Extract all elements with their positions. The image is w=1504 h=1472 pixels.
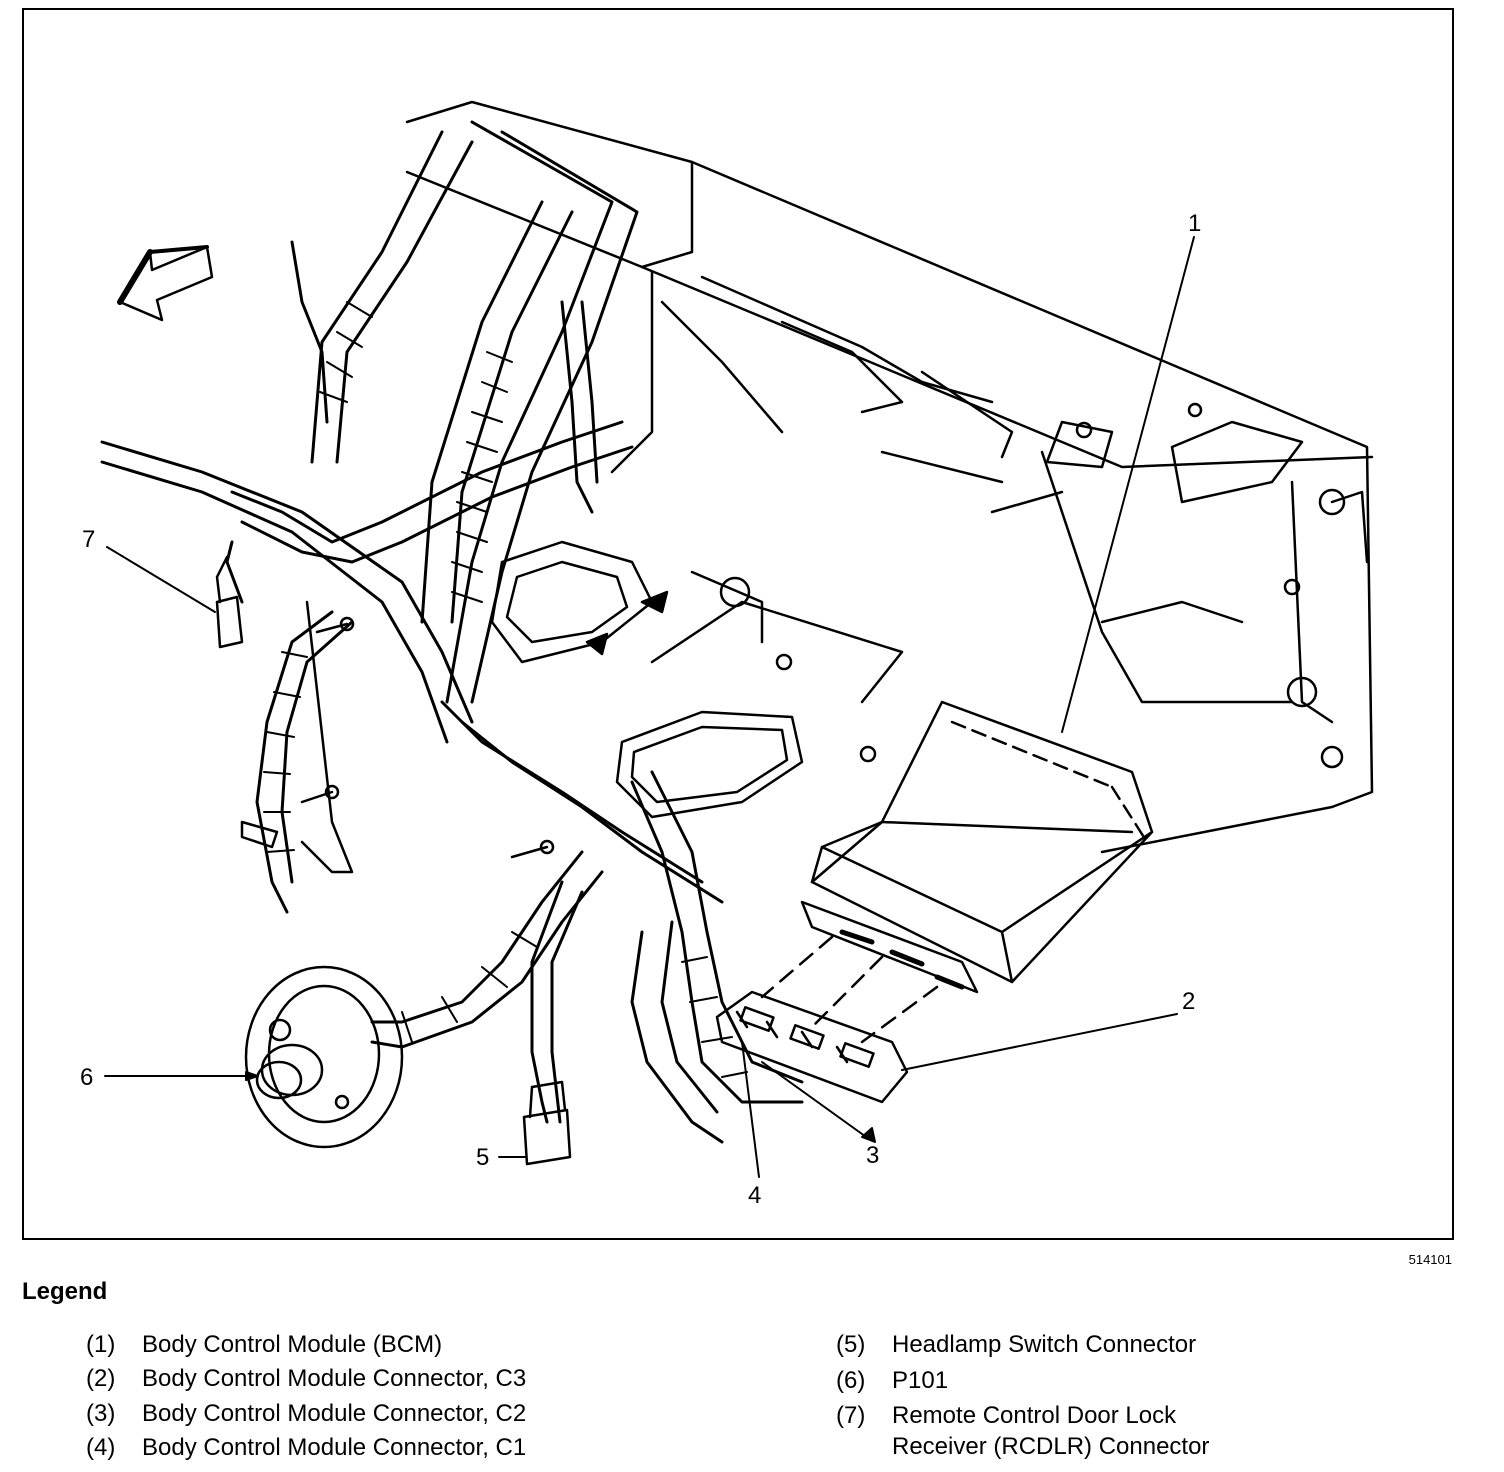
legend-item-6: (6) P101 [836,1364,948,1398]
legend-number: (2) [86,1365,116,1392]
legend-number: (5) [836,1331,866,1358]
callout-6: 6 [80,1064,94,1091]
connector-guides [760,935,939,1044]
callout-leaders [104,236,1195,1178]
legend-item-5: (5) Headlamp Switch Connector [836,1328,1196,1362]
legend-text-continued: Receiver (RCDLR) Connector [892,1433,1210,1460]
figure-number: 514101 [1408,1252,1452,1267]
legend-number: (4) [86,1434,116,1461]
legend-text: Remote Control Door Lock [892,1402,1177,1429]
legend-text: Body Control Module Connector, C3 [142,1365,527,1392]
callout-3: 3 [866,1142,880,1169]
legend-item-2: (2) Body Control Module Connector, C3 [86,1362,526,1396]
legend-item-3: (3) Body Control Module Connector, C2 [86,1397,526,1431]
callout-1: 1 [1188,210,1202,237]
callout-4: 4 [748,1182,762,1209]
p101-grommet [244,965,404,1149]
callout-5: 5 [476,1144,490,1171]
bcm-module [800,700,1154,994]
instrument-panel-carrier [405,100,1374,854]
legend-number: (6) [836,1367,866,1394]
legend-text: Body Control Module (BCM) [142,1331,443,1358]
bcm-connectors [715,990,909,1104]
mounting-bolts [240,600,555,874]
air-duct [490,540,904,819]
diagram-frame: 1 2 3 4 5 6 7 [22,8,1454,1240]
wiring-harness [100,120,804,1144]
callout-7: 7 [82,526,96,553]
legend-text: Body Control Module Connector, C1 [142,1434,527,1461]
legend-text: Headlamp Switch Connector [892,1331,1197,1358]
callout-2: 2 [1182,988,1196,1015]
rcdlr-connector [215,555,244,649]
legend-item-1: (1) Body Control Module (BCM) [86,1328,442,1362]
legend-number: (1) [86,1331,116,1358]
legend-number: (7) [836,1402,866,1429]
legend-text: Body Control Module Connector, C2 [142,1400,527,1427]
wiring-illustration [100,100,1374,1178]
legend-text: P101 [892,1367,949,1394]
headlamp-switch-connector [522,1080,572,1166]
harness-ribbing [263,301,748,1078]
legend-title: Legend [22,1278,108,1305]
legend-item-4: (4) Body Control Module Connector, C1 [86,1431,526,1465]
front-direction-arrow [117,245,214,322]
legend-number: (3) [86,1400,116,1427]
